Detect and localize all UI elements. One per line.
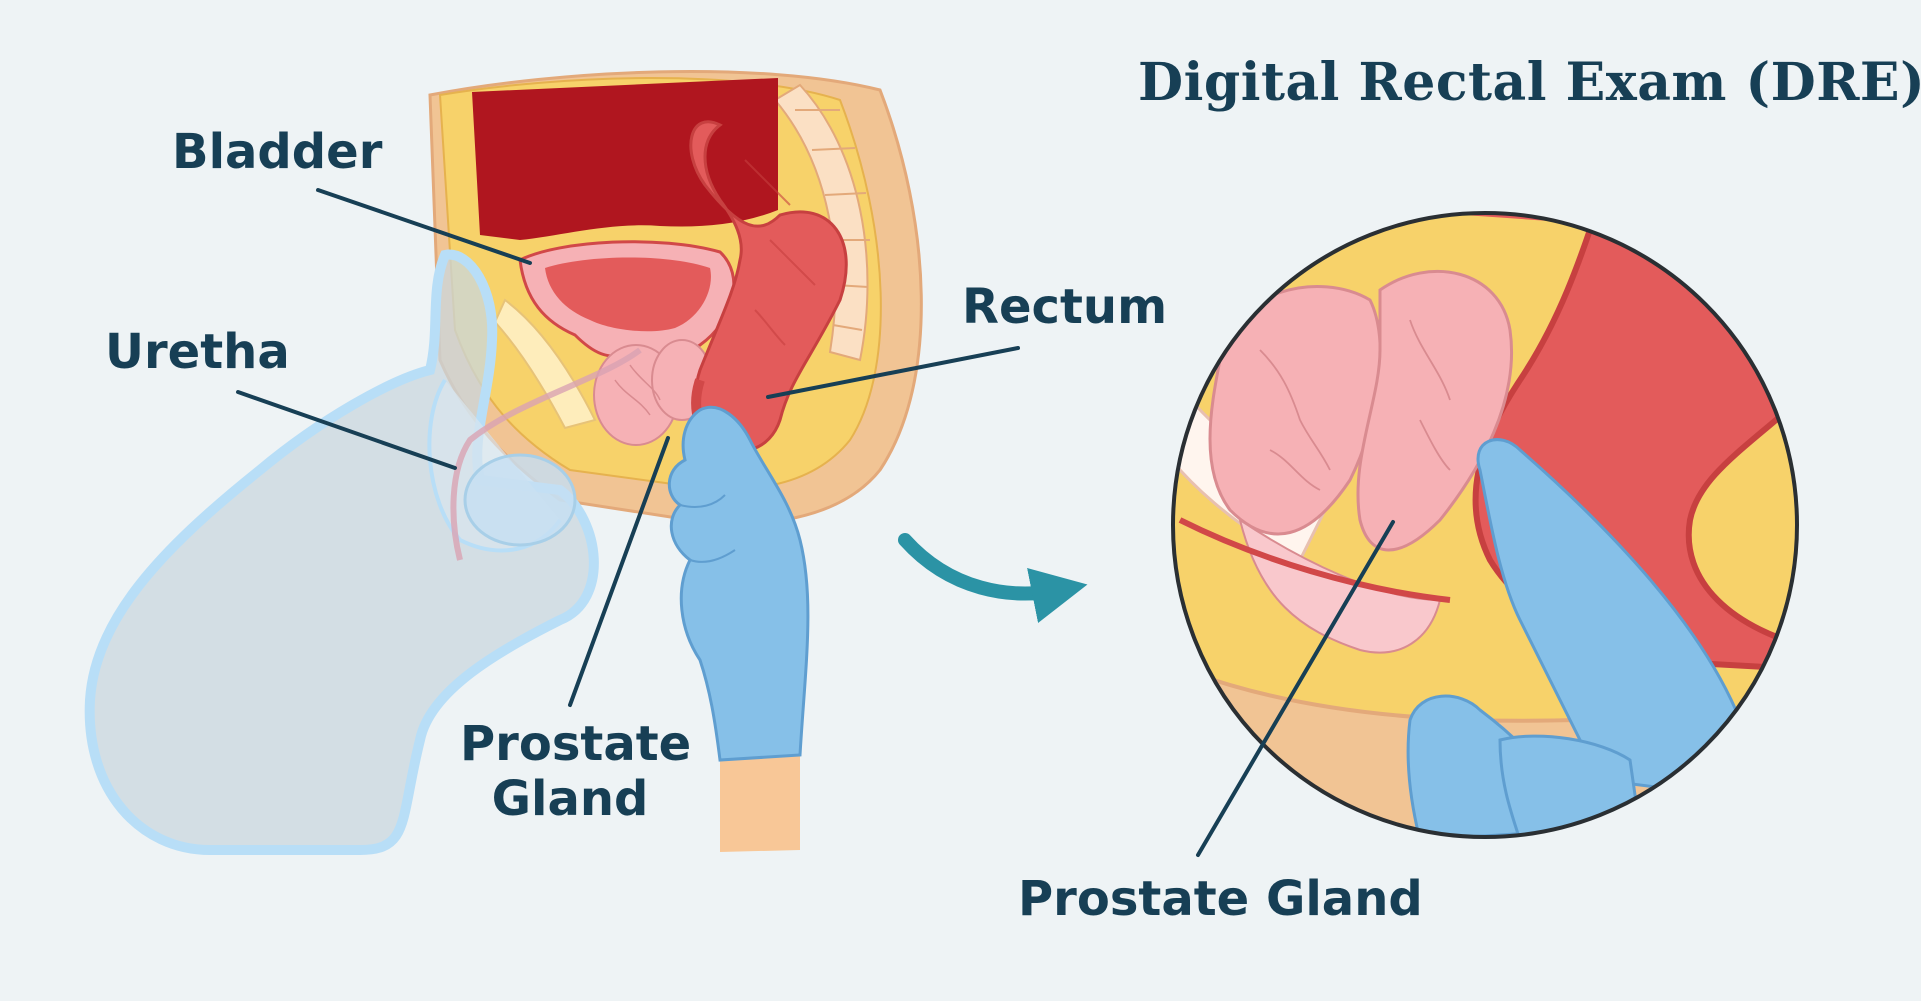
- forearm: [720, 745, 800, 852]
- urethra-leader: [236, 390, 457, 470]
- prostate-right-leader: [1196, 520, 1395, 857]
- prostate-gland-zoom: [1178, 269, 1513, 654]
- urethra-label: Uretha: [105, 324, 290, 380]
- pelvis-cross-section: [428, 70, 923, 525]
- abdominal-cavity: [472, 78, 778, 240]
- bladder-leader: [316, 188, 532, 265]
- bladder-lumen: [545, 257, 711, 332]
- zoom-arrow: [898, 533, 1088, 623]
- rectum: [689, 120, 848, 452]
- page-title: Digital Rectal Exam (DRE): [1138, 52, 1921, 113]
- prostate-left-leader: [568, 436, 670, 707]
- leader-lines: [236, 188, 1395, 857]
- zoom-view: [1171, 211, 1799, 839]
- gloved-fingers-zoom: [1406, 438, 1744, 837]
- pubic-bone: [493, 298, 597, 430]
- rectum-leader: [766, 346, 1020, 399]
- prostate-label-line2: Gland: [491, 771, 649, 828]
- glove: [667, 405, 810, 762]
- body-outline: [84, 249, 642, 855]
- sacrum: [773, 83, 869, 362]
- rectum-label: Rectum: [962, 279, 1168, 335]
- gloved-hand-left: [667, 405, 810, 852]
- urethra-path: [450, 347, 642, 561]
- prostate-gland-right-label: Prostate Gland: [1018, 871, 1423, 927]
- bladder-label: Bladder: [172, 124, 383, 180]
- prostate-gland-left-label: Prostate Gland: [460, 716, 692, 828]
- prostate-label-line1: Prostate: [460, 716, 692, 772]
